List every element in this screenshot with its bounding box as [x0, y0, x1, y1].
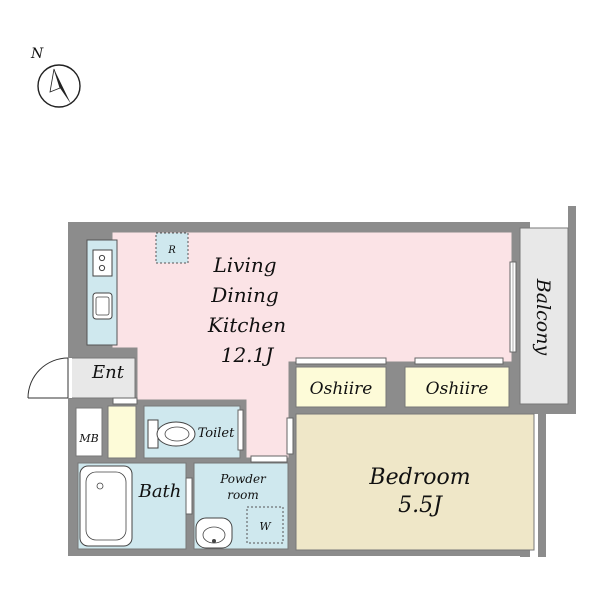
balcony-label: Balcony [532, 278, 554, 356]
ldk-label-kitchen: Kitchen [207, 313, 286, 337]
bedroom-size: 5.5J [398, 493, 443, 518]
meter-box-label: MB [78, 432, 98, 445]
toilet-icon [147, 419, 196, 449]
powder-room-label-1: Powder [219, 472, 267, 486]
north-compass-icon: N [30, 46, 81, 108]
stove-icon [92, 249, 113, 277]
toilet-label: Toilet [198, 426, 235, 441]
shoe-closet [107, 405, 137, 459]
washer-label: W [259, 520, 272, 533]
entrance-label: Ent [91, 362, 125, 383]
washer-space [246, 506, 284, 544]
bedroom-door [286, 417, 294, 455]
entrance-door-swing [27, 357, 72, 399]
refrigerator-label: R [167, 245, 176, 256]
powder-room-label-2: room [227, 488, 259, 502]
washbasin-icon [195, 517, 233, 549]
entrance-inner-door [112, 397, 138, 405]
bedroom [295, 413, 535, 551]
powder-room-door [250, 455, 288, 463]
meter-box [75, 407, 103, 457]
oshiire-closet-right [404, 366, 510, 408]
bath-label: Bath [138, 481, 182, 502]
ldk-label-living: Living [212, 253, 276, 277]
bedroom-label: Bedroom [368, 465, 470, 490]
bathtub-icon [79, 465, 133, 547]
oshiire-closet-left [295, 366, 387, 408]
kitchen-counter [86, 239, 118, 346]
kitchen-sink-icon [92, 292, 113, 320]
ldk-size: 12.1J [221, 343, 275, 367]
refrigerator-space [155, 232, 189, 264]
entrance-area [69, 357, 136, 399]
closet-sliding-door [414, 357, 504, 365]
ldk-label-dining: Dining [210, 283, 278, 307]
balcony-area [519, 227, 569, 405]
bath-door [185, 477, 193, 515]
compass-north-label: N [30, 46, 44, 62]
oshiire-left-label: Oshiire [310, 379, 373, 399]
closet-sliding-door-left [295, 357, 387, 365]
oshiire-right-label: Oshiire [426, 379, 489, 399]
toilet-door [237, 409, 244, 451]
